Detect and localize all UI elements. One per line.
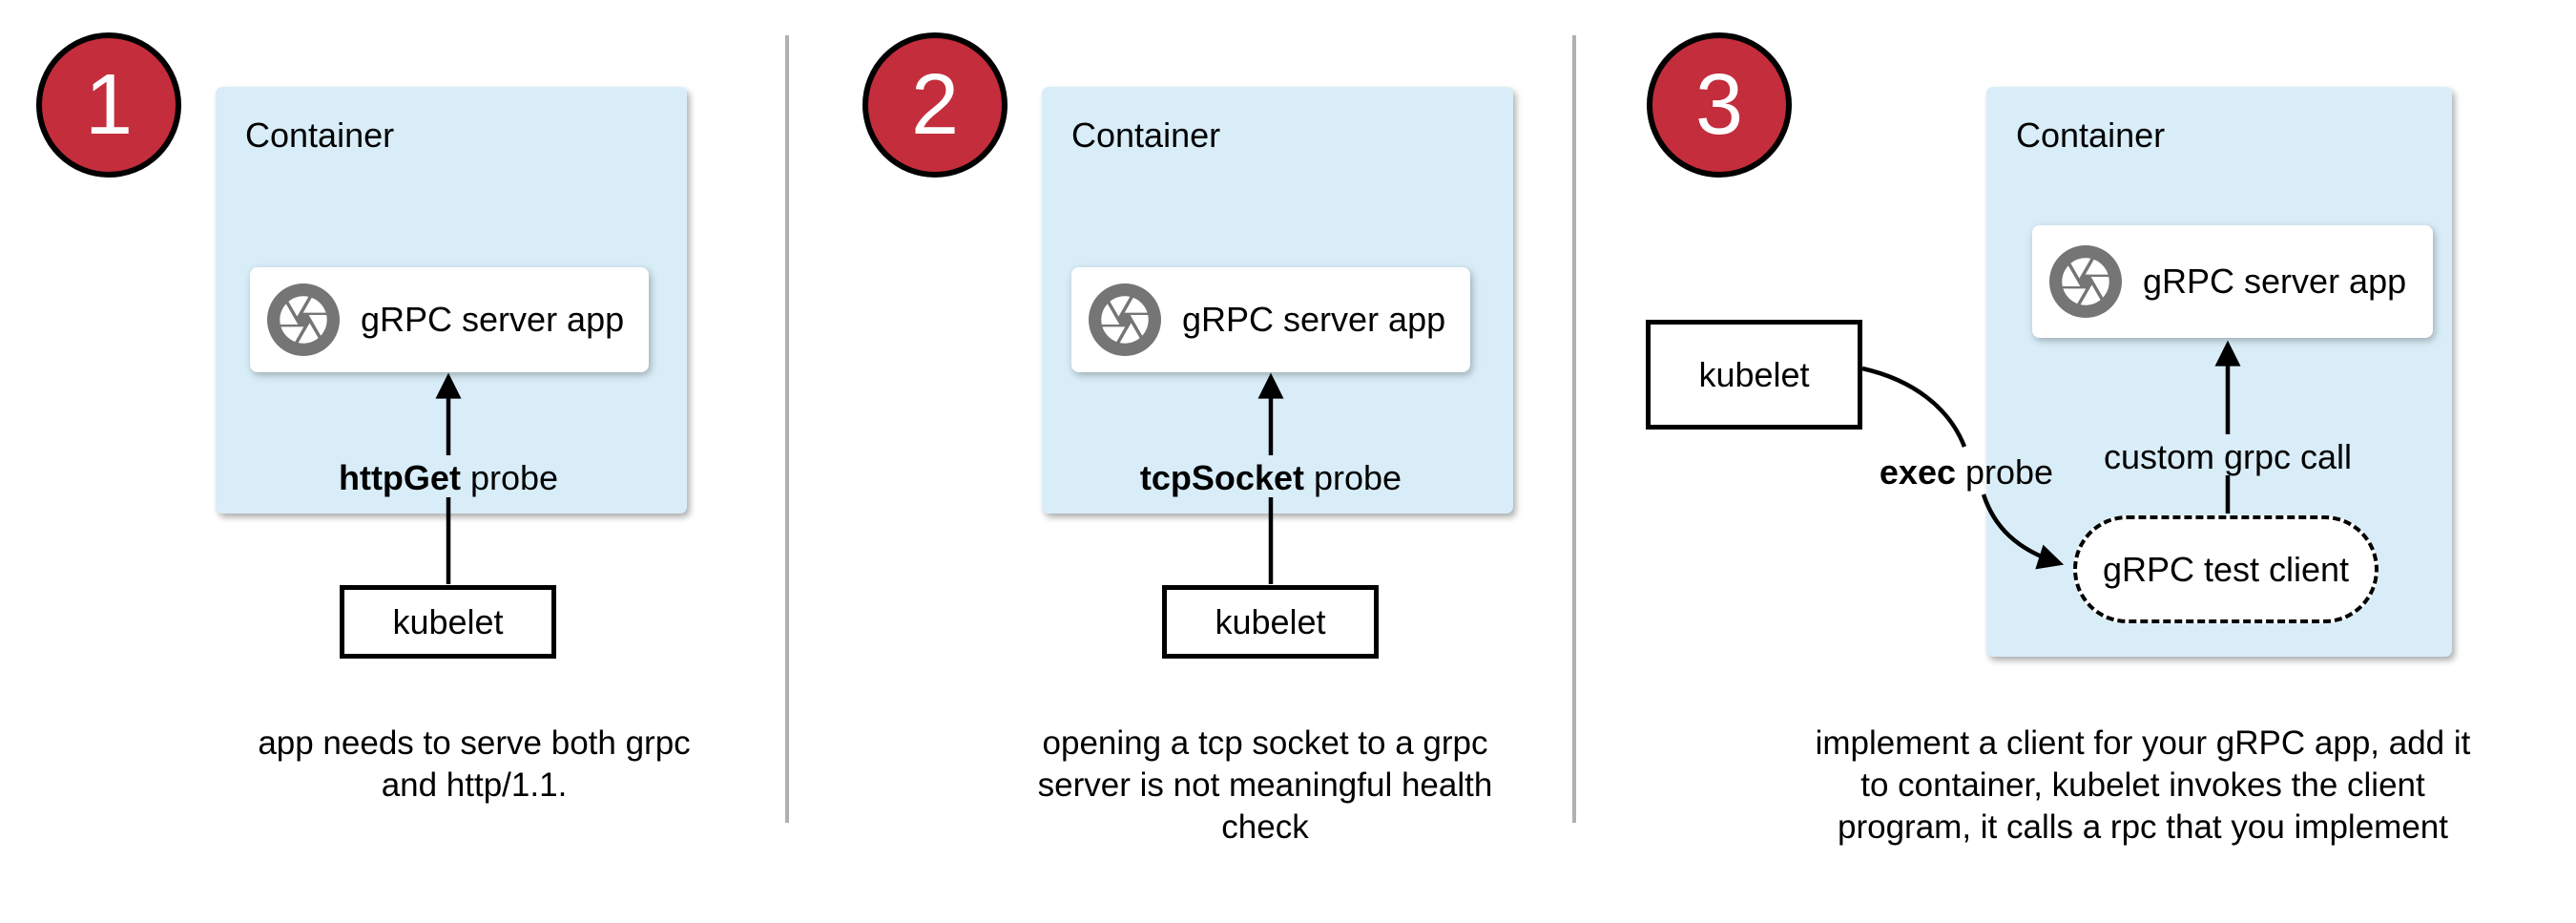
caption-line: check xyxy=(1221,808,1309,846)
grpc-logo-icon xyxy=(2049,245,2122,318)
exec-probe-curve-lower xyxy=(1981,493,2065,570)
step-badge-1: 1 xyxy=(36,32,181,178)
caption-line: and http/1.1. xyxy=(381,766,568,804)
probe-label-bold: tcpSocket xyxy=(1139,458,1304,497)
container-label-3: Container xyxy=(2016,115,2166,155)
exec-label-bold: exec xyxy=(1879,452,1956,492)
step-number: 3 xyxy=(1694,57,1744,153)
exec-probe-curve-upper xyxy=(1861,366,1967,448)
step-number: 1 xyxy=(84,57,134,153)
step-number: 2 xyxy=(910,57,960,153)
panel-divider-1 xyxy=(785,35,789,823)
container-label-1: Container xyxy=(245,115,395,155)
grpc-server-app-box-2: gRPC server app xyxy=(1071,267,1470,372)
panel-divider-2 xyxy=(1572,35,1576,823)
caption-line: to container, kubelet invokes the client xyxy=(1860,766,2425,804)
kubelet-label: kubelet xyxy=(392,601,504,641)
caption-line: server is not meaningful health xyxy=(1037,766,1493,804)
caption-line: program, it calls a rpc that you impleme… xyxy=(1838,808,2448,846)
kubelet-label: kubelet xyxy=(1698,354,1810,394)
custom-grpc-call-text: custom grpc call xyxy=(2103,437,2353,476)
caption-line: opening a tcp socket to a grpc xyxy=(1042,724,1488,762)
step-badge-2: 2 xyxy=(862,32,1008,178)
probe-label-rest: probe xyxy=(1303,458,1402,497)
caption-line: app needs to serve both grpc xyxy=(258,724,691,762)
grpc-test-client-node: gRPC test client xyxy=(2073,515,2379,623)
exec-probe-label: exec probe xyxy=(1814,452,2119,493)
custom-grpc-call-label: custom grpc call xyxy=(2085,437,2371,477)
grpc-logo-icon xyxy=(1089,283,1161,356)
caption-2: opening a tcp socket to a grpc server is… xyxy=(922,723,1609,849)
kubelet-box-1: kubelet xyxy=(340,585,556,659)
app-label: gRPC server app xyxy=(2143,262,2407,301)
app-label: gRPC server app xyxy=(361,300,625,339)
caption-line: implement a client for your gRPC app, ad… xyxy=(1815,724,2471,762)
probe-label-bold: httpGet xyxy=(338,458,461,497)
kubelet-label: kubelet xyxy=(1215,601,1326,641)
probe-label-rest: probe xyxy=(460,458,559,497)
kubelet-box-2: kubelet xyxy=(1162,585,1379,659)
caption-3: implement a client for your gRPC app, ad… xyxy=(1799,723,2486,849)
probe-label-2: tcpSocket probe xyxy=(1128,458,1414,498)
probe-label-1: httpGet probe xyxy=(305,458,592,498)
step-badge-3: 3 xyxy=(1647,32,1792,178)
container-label-2: Container xyxy=(1071,115,1221,155)
grpc-server-app-box-3: gRPC server app xyxy=(2032,225,2433,338)
grpc-server-app-box-1: gRPC server app xyxy=(250,267,649,372)
grpc-logo-icon xyxy=(267,283,340,356)
kubelet-box-3: kubelet xyxy=(1646,320,1862,430)
exec-label-rest: probe xyxy=(1956,452,2054,492)
caption-1: app needs to serve both grpc and http/1.… xyxy=(131,723,818,807)
app-label: gRPC server app xyxy=(1182,300,1446,339)
test-client-label: gRPC test client xyxy=(2102,549,2350,589)
